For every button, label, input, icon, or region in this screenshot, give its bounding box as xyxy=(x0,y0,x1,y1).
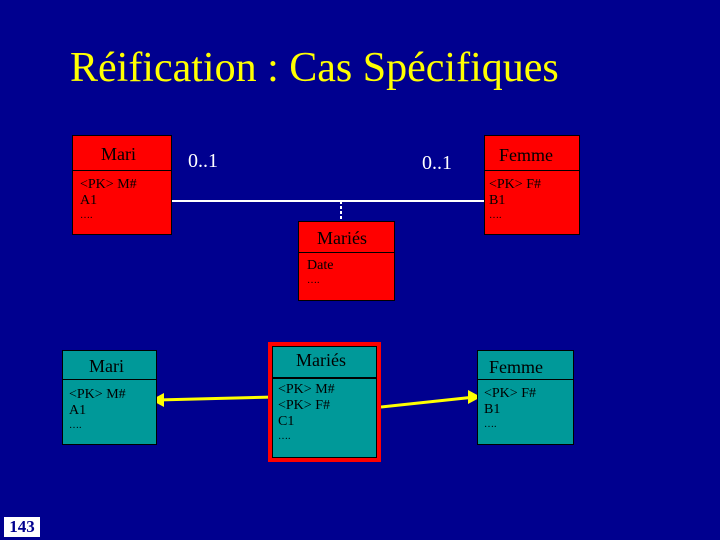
attribute: B1 xyxy=(484,402,501,417)
attribute-list: <PK> F#B1 …. xyxy=(484,386,536,432)
attribute: <PK> M# xyxy=(278,382,335,397)
attribute: <PK> F# xyxy=(484,386,536,401)
attribute: B1 xyxy=(489,193,506,208)
attribute: …. xyxy=(489,210,502,221)
class-mari-header: Mari xyxy=(72,135,172,171)
attribute: …. xyxy=(484,419,497,430)
attribute-list: Date …. xyxy=(307,258,333,288)
attribute: A1 xyxy=(69,403,87,418)
attribute-list: <PK> M#<PK> F#C1 …. xyxy=(278,382,335,444)
arrowhead-icon xyxy=(151,393,164,407)
attribute: …. xyxy=(307,275,320,286)
attribute-list: <PK> F#B1 …. xyxy=(489,177,541,223)
class-name: Mariés xyxy=(317,228,367,248)
arrowhead-icon xyxy=(468,390,481,404)
multiplicity-left: 0..1 xyxy=(188,150,218,172)
slide-title: Réification : Cas Spécifiques xyxy=(70,45,559,91)
class-mari-header: Mari xyxy=(62,350,157,380)
class-maries-header: Mariés xyxy=(272,346,377,378)
attribute: <PK> F# xyxy=(278,398,330,413)
class-mari-attributes: <PK> M#A1 …. xyxy=(72,170,172,235)
class-femme-header: Femme xyxy=(477,350,574,380)
attribute: …. xyxy=(80,210,93,221)
class-mari-attributes: <PK> M#A1 …. xyxy=(62,379,157,445)
class-name: Mariés xyxy=(296,350,346,370)
attribute: <PK> M# xyxy=(80,177,137,192)
class-name: Mari xyxy=(89,356,124,376)
page-number: 143 xyxy=(4,517,40,537)
attribute: …. xyxy=(69,420,82,431)
multiplicity-right: 0..1 xyxy=(422,152,452,174)
attribute: A1 xyxy=(80,193,98,208)
class-femme-attributes: <PK> F#B1 …. xyxy=(484,170,580,235)
class-femme-attributes: <PK> F#B1 …. xyxy=(477,379,574,445)
attribute: C1 xyxy=(278,414,295,429)
attribute: …. xyxy=(278,431,291,442)
attribute-list: <PK> M#A1 …. xyxy=(80,177,137,223)
class-name: Mari xyxy=(101,144,136,164)
attribute: Date xyxy=(307,258,334,273)
class-name: Femme xyxy=(499,145,553,165)
class-femme-header: Femme xyxy=(484,135,580,171)
class-name: Femme xyxy=(489,357,543,377)
class-maries-attributes: <PK> M#<PK> F#C1 …. xyxy=(272,378,377,458)
attribute-list: <PK> M#A1 …. xyxy=(69,387,126,433)
association-class-maries-header: Mariés xyxy=(298,221,395,253)
association-class-maries-attributes: Date …. xyxy=(298,252,395,301)
link-mari-maries xyxy=(156,395,276,402)
attribute: <PK> F# xyxy=(489,177,541,192)
attribute: <PK> M# xyxy=(69,387,126,402)
link-maries-femme xyxy=(380,395,476,409)
